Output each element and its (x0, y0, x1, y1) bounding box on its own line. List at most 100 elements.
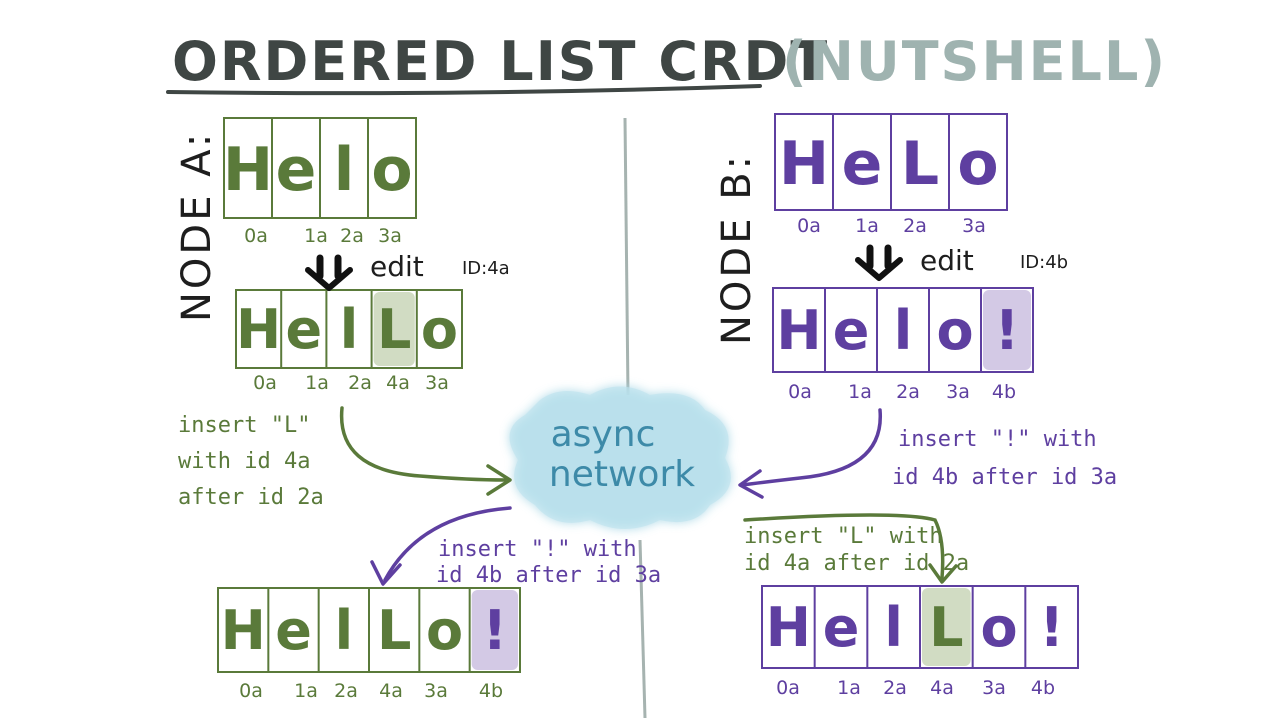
array-char: l (334, 135, 355, 205)
node-b-receive-arrow (743, 513, 958, 584)
element-id-label: 4b (1031, 677, 1055, 699)
array-char: ! (995, 299, 1020, 362)
element-id-label: 3a (982, 677, 1006, 699)
array-char: l (340, 298, 359, 361)
element-id-label: 4a (379, 680, 403, 702)
note-line: id 4a after id 2a (744, 551, 969, 576)
array-char: o (980, 596, 1017, 659)
array-char: L (377, 599, 411, 662)
note-line: after id 2a (178, 485, 324, 510)
element-id-label: 0a (253, 372, 277, 394)
divider-top (623, 117, 630, 396)
node-a-message-note: insert "L" with id 4a after id 2a (178, 413, 324, 510)
element-id-label: 3a (946, 381, 970, 403)
network-label-line1: async (551, 414, 656, 455)
array-char: H (766, 596, 811, 659)
array-char: e (833, 299, 870, 362)
node-b-send-arrow (738, 408, 882, 499)
array-char: H (221, 599, 266, 662)
node-b-received-note: insert "L" with id 4a after id 2a (744, 524, 969, 576)
element-id-label: 0a (244, 225, 268, 247)
array-char: l (894, 299, 913, 362)
element-id-label: 2a (334, 680, 358, 702)
node-a-received-note: insert "!" with id 4b after id 3a (436, 537, 661, 588)
array-border (235, 289, 463, 369)
array-char: e (823, 596, 860, 659)
element-id-label: 4b (992, 381, 1016, 403)
title-sub: (NUTSHELL) (782, 30, 1167, 93)
note-line: id 4b after id 3a (892, 465, 1117, 490)
array-char: H (223, 135, 273, 205)
element-id-label: 1a (304, 225, 328, 247)
node-b-label: NODE B: (714, 153, 760, 345)
element-id-label: 1a (305, 372, 329, 394)
array-char: L (929, 596, 963, 659)
note-line: with id 4a (178, 449, 310, 474)
element-id-label: 2a (340, 225, 364, 247)
array-char: o (371, 135, 412, 205)
array-char: e (275, 599, 312, 662)
node-a-receive-arrow (370, 506, 512, 586)
array-char: l (884, 596, 903, 659)
highlight-cell (922, 588, 971, 666)
title-main: ORDERED LIST CRDT (172, 30, 829, 93)
element-id-label: 3a (425, 372, 449, 394)
element-id-label: 4a (930, 677, 954, 699)
element-id-label: 1a (294, 680, 318, 702)
array-char: e (276, 135, 317, 205)
element-id-label: 2a (896, 381, 920, 403)
array-char: H (779, 129, 829, 199)
node-b-edit-arrow-icon (855, 244, 903, 281)
element-id-label: 3a (962, 215, 986, 237)
element-id-label: 2a (348, 372, 372, 394)
note-line: insert "L" with (744, 524, 943, 549)
highlight-cell (983, 290, 1031, 370)
array-char: H (776, 299, 821, 362)
network-label-line2: network (549, 454, 695, 495)
node-b-message-note: insert "!" with id 4b after id 3a (892, 427, 1117, 490)
array-char: ! (483, 599, 508, 662)
element-id-label: 3a (424, 680, 448, 702)
highlight-cell (471, 590, 518, 670)
note-line: id 4b after id 3a (436, 563, 661, 588)
array-char: H (236, 298, 281, 361)
array-char: ! (1039, 596, 1064, 659)
node-a-send-arrow (339, 406, 512, 496)
node-a-edit-id: ID:4a (462, 258, 510, 279)
array-char: o (936, 299, 973, 362)
element-id-label: 4a (386, 372, 410, 394)
element-id-label: 4b (479, 680, 503, 702)
note-line: insert "L" (178, 413, 310, 438)
array-char: l (335, 599, 354, 662)
element-id-label: 3a (378, 225, 402, 247)
node-b-edit-id: ID:4b (1020, 252, 1068, 273)
node-b-edit-label: edit (920, 244, 974, 277)
divider-bottom (638, 539, 647, 719)
array-char: e (842, 129, 883, 199)
title-underline (166, 84, 762, 96)
array-char: o (426, 599, 463, 662)
element-id-label: 0a (776, 677, 800, 699)
array-border (772, 287, 1034, 373)
element-id-label: 0a (797, 215, 821, 237)
element-id-label: 2a (903, 215, 927, 237)
node-a-label: NODE A: (174, 131, 220, 322)
element-id-label: 1a (837, 677, 861, 699)
array-char: o (957, 129, 998, 199)
element-id-label: 2a (883, 677, 907, 699)
element-id-label: 0a (788, 381, 812, 403)
element-id-label: 1a (855, 215, 879, 237)
array-char: L (377, 298, 411, 361)
node-a-edit-label: edit (370, 250, 424, 283)
element-id-label: 0a (239, 680, 263, 702)
array-char: L (901, 129, 939, 199)
note-line: insert "!" with (898, 427, 1097, 452)
note-line: insert "!" with (438, 537, 637, 562)
